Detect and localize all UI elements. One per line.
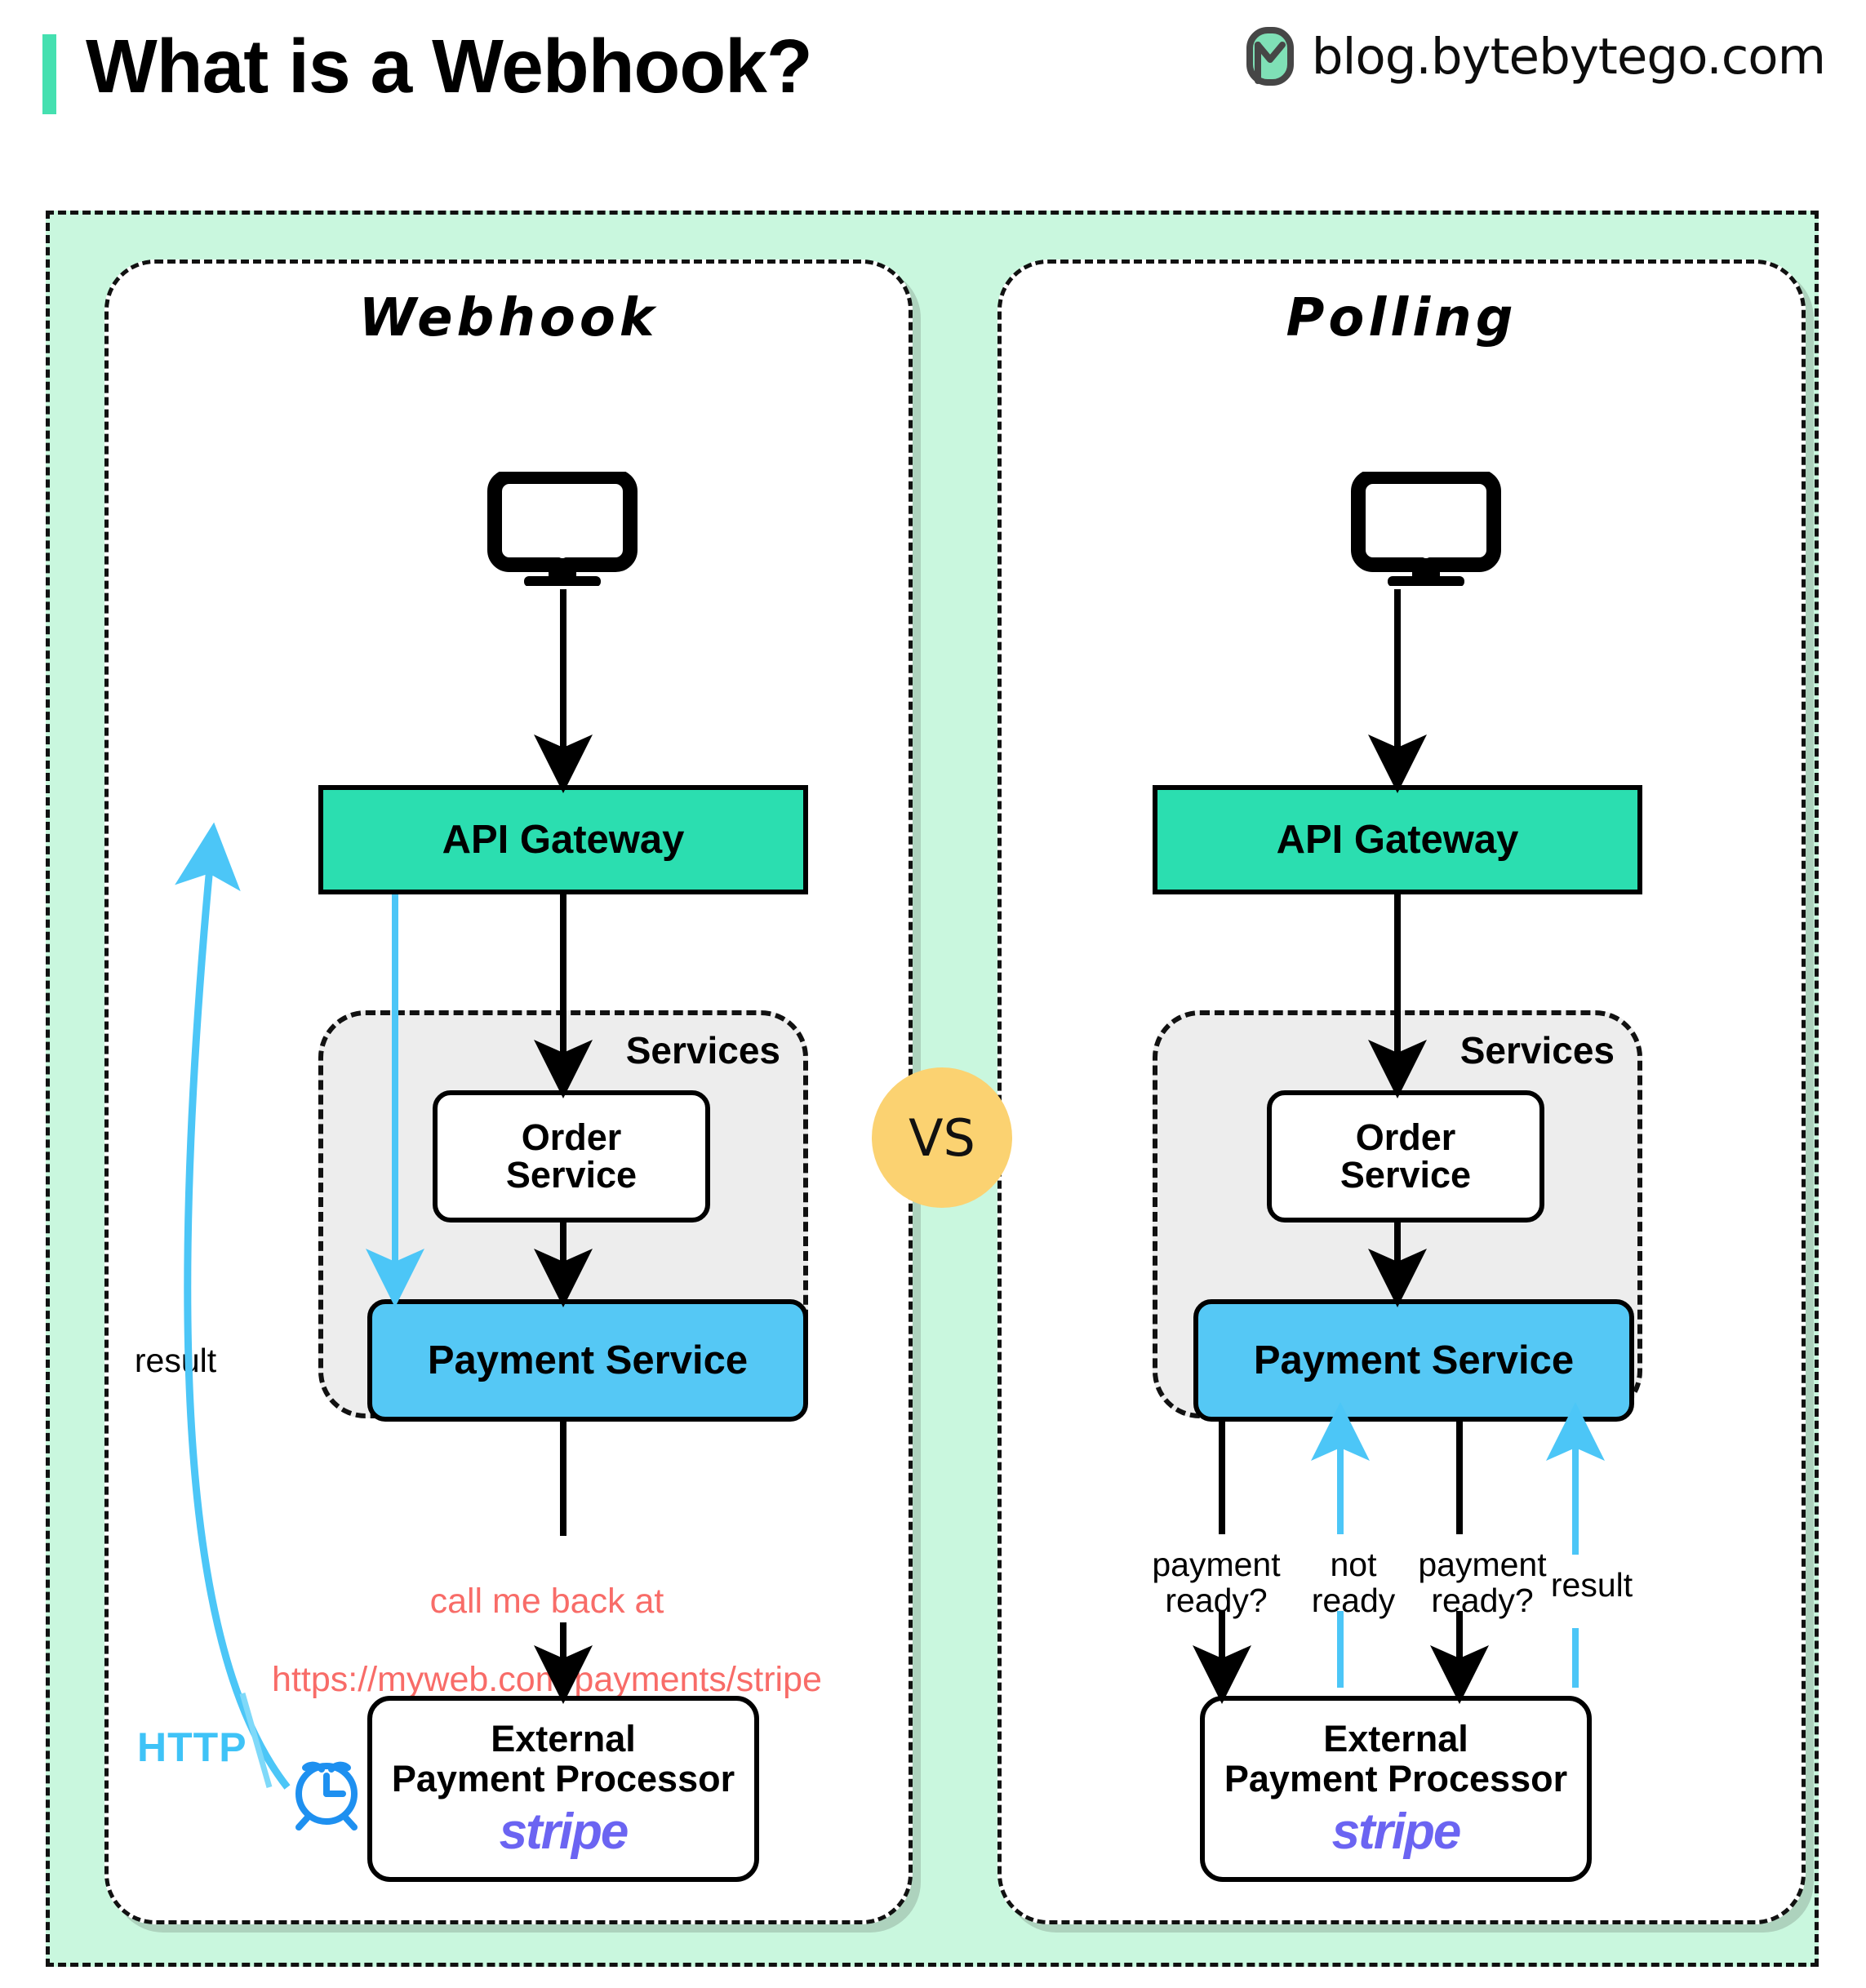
external-line2: Payment Processor (1224, 1758, 1568, 1800)
payment-service-box-webhook[interactable]: Payment Service (367, 1299, 808, 1422)
payment-service-label: Payment Service (1253, 1338, 1575, 1382)
order-service-line1: Order (1355, 1116, 1456, 1159)
external-line2: Payment Processor (391, 1758, 735, 1800)
bytebytego-logo-icon (1246, 27, 1294, 86)
brand-block: blog.bytebytego.com (1246, 27, 1826, 86)
external-processor-box-polling[interactable]: External Payment Processor stripe (1200, 1696, 1592, 1882)
alarm-clock-icon (295, 1761, 358, 1830)
payment-service-label: Payment Service (427, 1338, 749, 1382)
callout-line1: call me back at (429, 1582, 664, 1622)
order-service-box-webhook[interactable]: Order Service (433, 1090, 710, 1223)
api-gateway-box-polling[interactable]: API Gateway (1153, 785, 1642, 894)
order-service-line2: Service (505, 1154, 638, 1196)
monitor-icon-webhook (487, 472, 638, 586)
panel-title-polling: Polling (1286, 288, 1517, 348)
poll-label-3: result (1550, 1566, 1633, 1604)
vs-badge: VS (872, 1067, 1012, 1208)
poll-label-0: payment ready? (1152, 1546, 1281, 1620)
external-line1: External (1323, 1718, 1468, 1760)
page-header: What is a Webhook? blog.bytebytego.com (0, 0, 1866, 139)
panel-title-webhook: Webhook (358, 288, 659, 348)
order-service-box-polling[interactable]: Order Service (1267, 1090, 1544, 1223)
order-service-line2: Service (1340, 1154, 1472, 1196)
monitor-icon-polling (1351, 472, 1501, 586)
order-service-line1: Order (521, 1116, 622, 1159)
page-title: What is a Webhook? (86, 24, 813, 109)
brand-url-text: blog.bytebytego.com (1311, 27, 1826, 86)
callout-line2: https://myweb.com/payments/stripe (272, 1660, 822, 1700)
api-gateway-box-webhook[interactable]: API Gateway (318, 785, 808, 894)
external-processor-box-webhook[interactable]: External Payment Processor stripe (367, 1696, 759, 1882)
vs-label: VS (909, 1107, 975, 1168)
api-gateway-label: API Gateway (1276, 818, 1519, 862)
external-line1: External (491, 1718, 636, 1760)
result-label-webhook: result (134, 1342, 217, 1379)
services-label-polling: Services (1459, 1029, 1615, 1072)
stripe-logo: stripe (1331, 1803, 1462, 1860)
poll-label-2: payment ready? (1418, 1546, 1547, 1620)
stripe-logo: stripe (499, 1803, 629, 1860)
payment-service-box-polling[interactable]: Payment Service (1193, 1299, 1634, 1422)
services-label-webhook: Services (625, 1029, 780, 1072)
http-label: HTTP (137, 1724, 247, 1770)
title-accent-bar (42, 34, 56, 114)
poll-label-1: not ready (1311, 1546, 1396, 1620)
api-gateway-label: API Gateway (442, 818, 685, 862)
